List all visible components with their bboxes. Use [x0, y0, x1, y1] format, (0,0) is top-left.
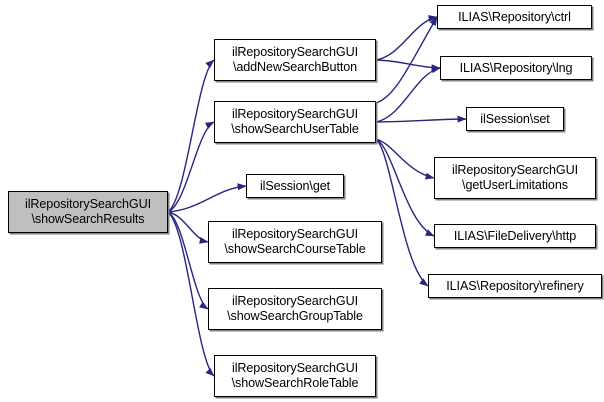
node-label-line: \addNewSearchButton: [232, 60, 358, 74]
node-label-line: ILIAS\Repository\ctrl: [458, 9, 571, 24]
node-label-line: ilSession\get: [259, 178, 331, 193]
node-label-line: ilRepositorySearchGUI: [25, 197, 151, 211]
edge-show-search-user-table-to-http: [375, 138, 435, 237]
node-label-line: ILIAS\Repository\refinery: [446, 278, 584, 293]
node-show-search-results: ilRepositorySearchGUI\showSearchResults: [8, 191, 168, 233]
node-label-line: \showSearchCourseTable: [224, 242, 366, 256]
node-label-line: ILIAS\Repository\lng: [459, 60, 573, 75]
node-ilias-repository-lng[interactable]: ILIAS\Repository\lng: [440, 56, 592, 80]
node-label-line: \getUserLimitations: [462, 178, 568, 192]
node-label-line: ilRepositorySearchGUI: [232, 107, 358, 121]
edge-add-new-search-button-to-ctrl: [375, 15, 438, 61]
node-label-line: ilRepositorySearchGUI: [232, 361, 358, 375]
node-label-line: \showSearchRoleTable: [231, 376, 359, 390]
node-show-search-group-table[interactable]: ilRepositorySearchGUI\showSearchGroupTab…: [208, 288, 382, 330]
node-get-user-limitations[interactable]: ilRepositorySearchGUI\getUserLimitations: [434, 157, 596, 199]
node-label-line: ilRepositorySearchGUI: [232, 227, 358, 241]
edge-root-to-show-search-user-table: [167, 121, 215, 213]
edge-show-search-user-table-to-il-session-set: [375, 115, 467, 123]
node-show-search-user-table[interactable]: ilRepositorySearchGUI\showSearchUserTabl…: [214, 101, 376, 143]
edge-root-to-show-search-course-table: [167, 211, 209, 244]
node-add-new-search-button[interactable]: ilRepositorySearchGUI\addNewSearchButton: [214, 39, 376, 81]
node-label-line: ilSession\set: [480, 111, 550, 126]
edge-show-search-user-table-to-refinery: [375, 138, 429, 287]
node-ilias-repository-refinery[interactable]: ILIAS\Repository\refinery: [428, 274, 602, 298]
node-il-session-set[interactable]: ilSession\set: [466, 107, 564, 131]
node-label-line: ilRepositorySearchGUI: [232, 45, 358, 59]
edge-root-to-show-search-role-table: [167, 211, 215, 377]
edge-root-to-add-new-search-button: [167, 59, 215, 213]
node-ilias-repository-ctrl[interactable]: ILIAS\Repository\ctrl: [437, 5, 592, 29]
node-label-line: \showSearchResults: [31, 212, 145, 226]
node-label-line: ilRepositorySearchGUI: [232, 294, 358, 308]
node-il-session-get[interactable]: ilSession\get: [246, 174, 344, 198]
node-show-search-course-table[interactable]: ilRepositorySearchGUI\showSearchCourseTa…: [208, 221, 382, 263]
edge-show-search-user-table-to-lng: [375, 66, 441, 123]
node-label-line: ilRepositorySearchGUI: [452, 163, 578, 177]
node-label-line: ILIAS\FileDelivery\http: [453, 228, 577, 243]
edge-show-search-user-table-to-ctrl: [375, 16, 438, 104]
edge-show-search-user-table-to-get-user-limitations: [375, 138, 435, 180]
node-ilias-filedelivery-http[interactable]: ILIAS\FileDelivery\http: [434, 224, 596, 248]
node-label-line: \showSearchUserTable: [231, 122, 359, 136]
node-show-search-role-table[interactable]: ilRepositorySearchGUI\showSearchRoleTabl…: [214, 355, 376, 397]
edge-root-to-show-search-group-table: [167, 211, 209, 310]
node-label-line: \showSearchGroupTable: [227, 309, 363, 323]
edge-root-to-il-session-get: [167, 183, 247, 213]
